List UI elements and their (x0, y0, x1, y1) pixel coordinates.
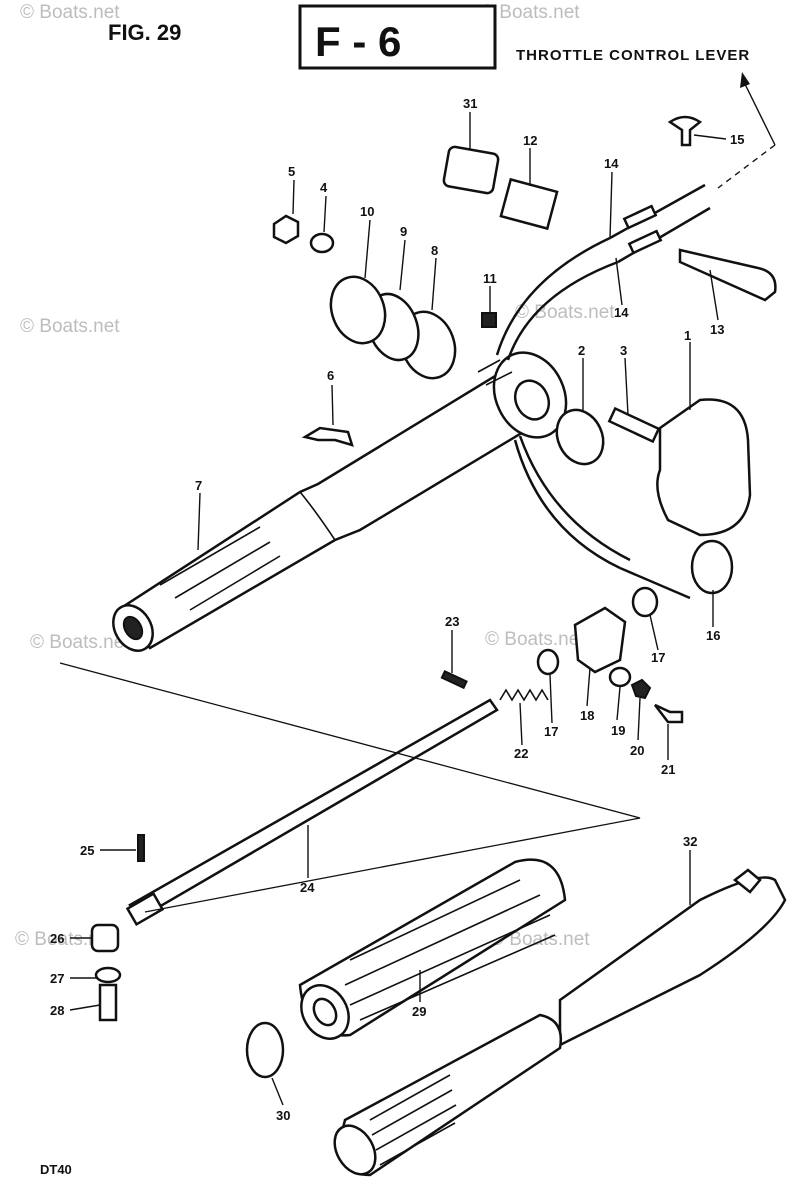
part-23-pin (440, 669, 468, 690)
model-code: DT40 (40, 1162, 72, 1177)
part-25-pin (137, 834, 145, 862)
part-label: 9 (400, 224, 407, 239)
leader-lines (69, 112, 727, 1106)
watermark: © Boats.net (15, 929, 115, 950)
part-22-spring (499, 688, 549, 702)
title-pointer (741, 77, 776, 146)
part-label: 19 (611, 723, 625, 738)
part-label: 30 (276, 1108, 290, 1123)
steering-handle-arm (112, 351, 568, 652)
watermark: © Boats.net (485, 629, 585, 650)
part-10-ring (329, 275, 387, 345)
part-21-bolt (654, 703, 684, 724)
section-code: F - 6 (315, 18, 401, 65)
part-label: 14 (604, 156, 619, 171)
part-4-washer (309, 232, 335, 254)
part-label: 22 (514, 746, 528, 761)
part-label: 24 (300, 880, 315, 895)
part-11-key (481, 312, 497, 328)
part-label: 27 (50, 971, 64, 986)
part-31-pad (442, 145, 500, 195)
part-24-rod (125, 698, 499, 927)
part-28-bolt (98, 983, 118, 1022)
part-label: 15 (730, 132, 744, 147)
part-label: 29 (412, 1004, 426, 1019)
diagram-title: THROTTLE CONTROL LEVER (516, 47, 750, 64)
watermark: © Boats.net (30, 632, 130, 653)
part-5-nut (272, 214, 300, 245)
part-6-clip (301, 426, 354, 447)
watermark: © Boats.net (20, 316, 120, 337)
part-label: 2 (578, 343, 585, 358)
part-19-washer (608, 666, 632, 688)
part-label: 17 (544, 724, 558, 739)
part-3-pin (607, 406, 661, 444)
part-14-adjuster (627, 229, 663, 255)
title-dashed-leader (717, 144, 776, 189)
part-label: 16 (706, 628, 720, 643)
part-20-nut (630, 678, 652, 700)
part-32-extension-tube (333, 868, 787, 1177)
part-label: 20 (630, 743, 644, 758)
part-1-cover (656, 398, 752, 537)
part-label: 32 (683, 834, 697, 849)
part-label: 3 (620, 343, 627, 358)
part-label: 25 (80, 843, 94, 858)
part-label: 31 (463, 96, 477, 111)
part-label: 23 (445, 614, 459, 629)
title-arrowhead (740, 72, 750, 88)
part-label: 7 (195, 478, 202, 493)
part-label: 17 (651, 650, 665, 665)
part-18-lever-block (573, 606, 627, 674)
part-label: 8 (431, 243, 438, 258)
part-labels: 1 2 3 4 5 6 7 8 9 10 11 12 13 14 14 15 1… (50, 96, 744, 1123)
part-13-bracket (678, 248, 777, 302)
part-30-cap (245, 1021, 285, 1079)
part-14-adjuster (622, 204, 658, 230)
part-label: 10 (360, 204, 374, 219)
watermark: © Boats.net (480, 2, 580, 23)
part-label: 11 (483, 271, 497, 286)
part-29-grip (298, 858, 567, 1040)
watermark: © Boats.net (515, 302, 615, 323)
part-label: 5 (288, 164, 295, 179)
part-label: 1 (684, 328, 691, 343)
part-16-knob (690, 539, 734, 595)
part-label: 26 (50, 931, 64, 946)
part-17-bushing (536, 648, 560, 676)
part-15-screw (667, 115, 703, 147)
part-label: 13 (710, 322, 724, 337)
part-label: 4 (320, 180, 328, 195)
part-2-bushing (555, 408, 605, 466)
part-label: 12 (523, 133, 537, 148)
part-17-bushing (631, 586, 659, 618)
part-label: 14 (614, 305, 629, 320)
part-label: 6 (327, 368, 334, 383)
part-label: 28 (50, 1003, 64, 1018)
part-label: 18 (580, 708, 594, 723)
part-26-collar (90, 923, 120, 953)
part-label: 21 (661, 762, 675, 777)
section-box (298, 4, 497, 70)
watermark: © Boats.net (490, 929, 590, 950)
throttle-cables (495, 183, 711, 600)
figure-number: FIG. 29 (108, 20, 181, 45)
part-27-washer (94, 966, 122, 984)
part-12-block (499, 177, 559, 231)
watermark: © Boats.net (20, 2, 120, 23)
assembly-guide-line (59, 662, 641, 913)
